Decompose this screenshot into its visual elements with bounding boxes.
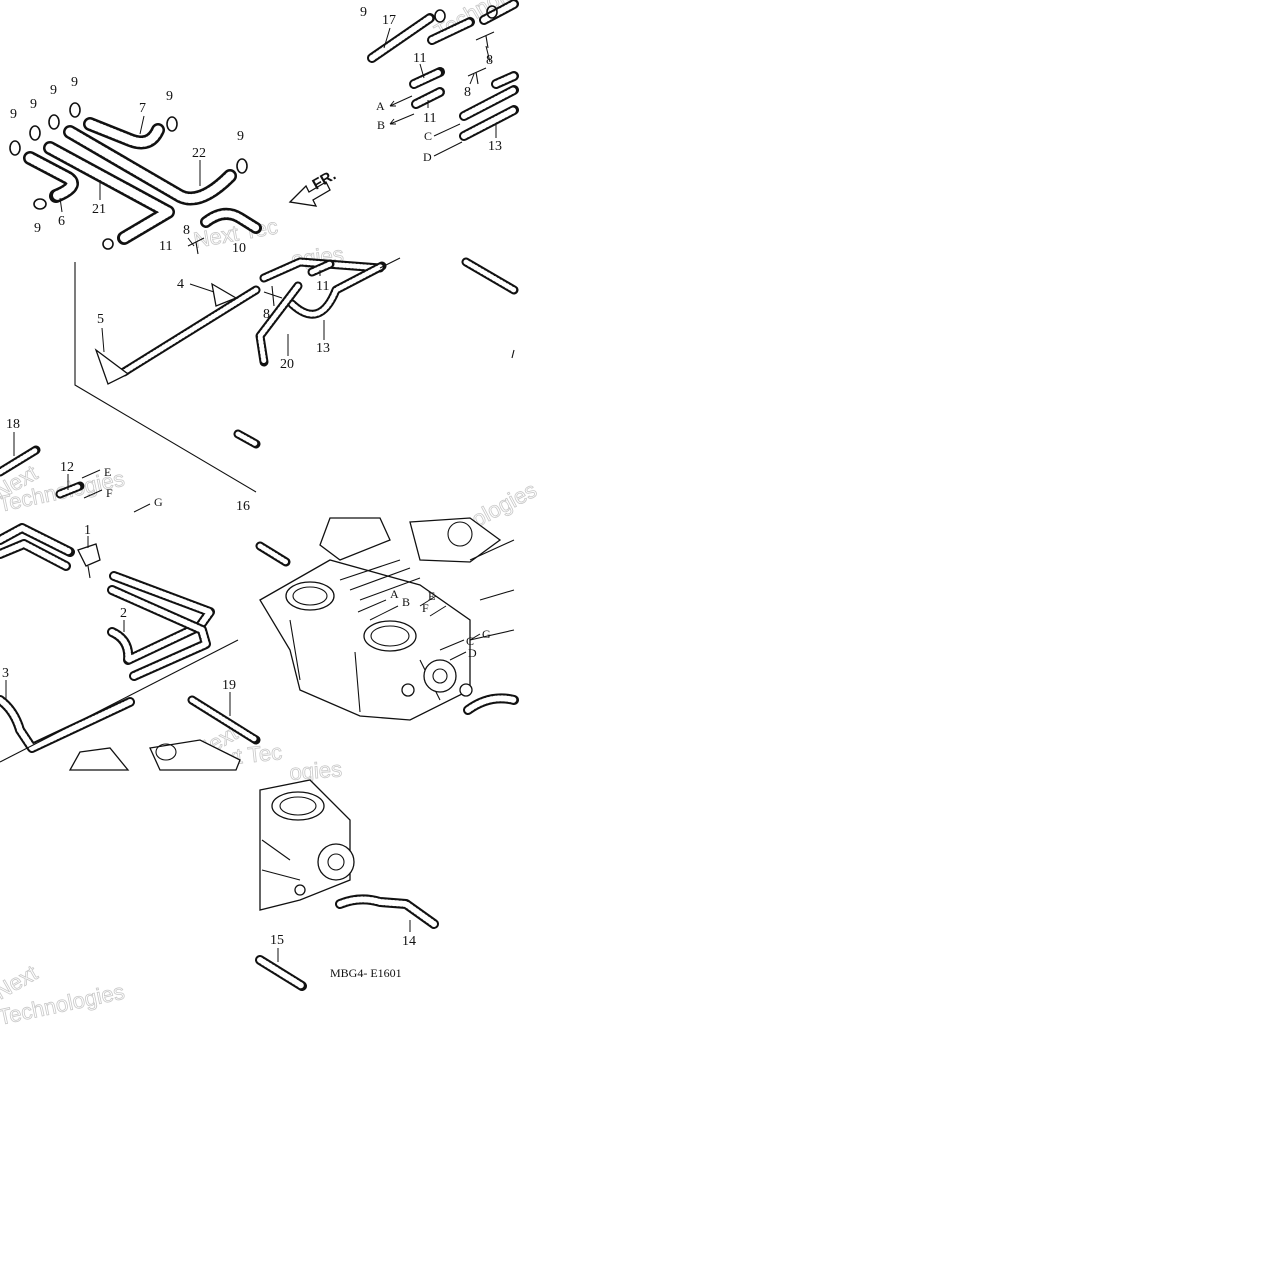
connection-letter: F (106, 486, 113, 500)
callout-number: 8 (263, 307, 270, 322)
front-arrow (288, 181, 331, 207)
t-fitting (263, 285, 283, 307)
frame-outline (74, 262, 257, 493)
frame-outline (0, 639, 239, 763)
clamp (29, 125, 41, 141)
connection-letter: A (390, 587, 399, 601)
callout-number: 9 (30, 97, 37, 112)
connection-letter-layer: A B C D E F G A B E F C D G (104, 99, 491, 660)
watermark-text: ogies (289, 756, 343, 785)
callout-number: 20 (280, 357, 294, 372)
frame-outline (379, 257, 401, 269)
clamp (33, 198, 47, 210)
callout-number: 4 (177, 277, 184, 292)
callout-number: 11 (159, 239, 172, 254)
callout-number: 11 (316, 279, 329, 294)
callout-number: 9 (166, 89, 173, 104)
callout-number: 3 (2, 666, 9, 681)
callout-number: 9 (71, 75, 78, 90)
callout-number: 7 (139, 101, 146, 116)
callout-number: 8 (183, 223, 190, 238)
callout-number: 21 (92, 202, 106, 217)
callout-number: 5 (97, 312, 104, 327)
connection-letter: C (424, 129, 432, 143)
leader-layer (5, 27, 497, 962)
bracket-4 (211, 282, 238, 307)
t-fitting (467, 67, 487, 85)
fitting-1 (77, 543, 101, 567)
callout-number: 12 (60, 460, 74, 475)
callout-number: 6 (58, 214, 65, 229)
callout-number: 9 (34, 221, 41, 236)
callout-number: 13 (316, 341, 330, 356)
callout-number: 17 (382, 13, 396, 28)
callout-number: 8 (464, 85, 471, 100)
clamp (48, 114, 60, 130)
clamp (69, 102, 81, 118)
throttle-body (259, 517, 515, 721)
throttle-body-corner (68, 739, 241, 771)
callout-number: 9 (360, 5, 367, 20)
frame-outline (511, 349, 515, 359)
connection-letter: B (377, 118, 385, 132)
bracket-5 (94, 348, 130, 385)
fittings-layer (0, 5, 515, 911)
callout-number: 2 (120, 606, 127, 621)
callout-number: 15 (270, 933, 284, 948)
t-fitting (187, 237, 205, 255)
clamp (236, 158, 248, 174)
callout-number: 13 (488, 139, 502, 154)
connection-letter: A (376, 99, 385, 113)
connection-letter: G (154, 495, 163, 509)
callout-number: 8 (486, 53, 493, 68)
connection-letter: D (468, 646, 477, 660)
clamp (9, 140, 21, 156)
connection-letter: F (422, 601, 429, 615)
callout-number: 16 (236, 499, 250, 514)
callout-number: 9 (50, 83, 57, 98)
callout-number: 9 (237, 129, 244, 144)
callout-number: 22 (192, 146, 206, 161)
hose-layer (0, 0, 519, 991)
connection-letter: E (104, 465, 111, 479)
connection-letter: C (466, 634, 474, 648)
callout-number: 10 (232, 241, 246, 256)
callout-number: 19 (222, 678, 236, 693)
clamp (102, 238, 114, 250)
diagram-code: MBG4- E1601 (330, 966, 402, 980)
callout-number: 11 (413, 51, 426, 66)
connection-letter: B (402, 595, 410, 609)
callout-number: 14 (402, 934, 416, 949)
clamp (486, 5, 498, 19)
callout-layer: 9 17 8 11 8 11 13 9 9 9 9 9 9 9 7 22 21 … (2, 5, 502, 949)
connection-letter: D (423, 150, 432, 164)
callout-number: 1 (84, 523, 91, 538)
clamp (166, 116, 178, 132)
connection-letter: G (482, 627, 491, 641)
callout-number: 18 (6, 417, 20, 432)
throttle-body-lower (259, 779, 355, 911)
connection-letter: E (428, 589, 435, 603)
clamp (434, 9, 446, 23)
callout-number: 9 (10, 107, 17, 122)
t-fitting (475, 31, 495, 49)
callout-number: 11 (423, 111, 436, 126)
